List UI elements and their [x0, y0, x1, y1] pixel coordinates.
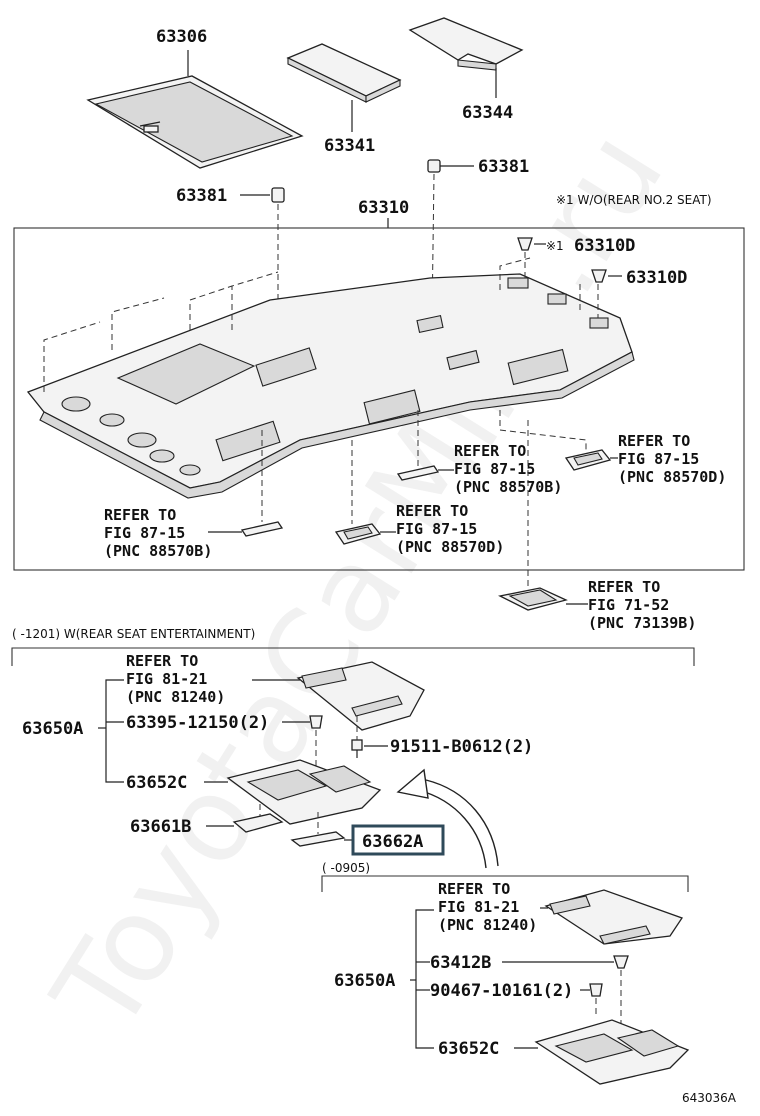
ref4-line2: FIG 87-15	[618, 450, 699, 468]
clip-63310D-a-icon[interactable]	[517, 237, 533, 251]
guide-hl-2	[111, 297, 165, 350]
part-63306-label[interactable]: 63306	[156, 27, 207, 47]
monitor-top-drawing[interactable]	[296, 661, 425, 731]
lens-63662A-drawing[interactable]	[290, 831, 346, 847]
ref6-line3: (PNC 81240)	[126, 688, 225, 706]
ref7-line1: REFER TO	[438, 880, 510, 898]
lamp-88570D-mid-drawing[interactable]	[334, 523, 382, 545]
console-63652C-top-drawing[interactable]	[226, 759, 382, 825]
part-63344-label[interactable]: 63344	[462, 103, 513, 123]
note-mark-1: ※1	[546, 239, 564, 253]
guide-hl-4	[231, 271, 279, 330]
clip-63381-right-icon[interactable]	[427, 159, 441, 173]
lamp-73139B-drawing[interactable]	[498, 587, 568, 611]
guide-hl-1	[43, 321, 101, 392]
ref-block-4[interactable]: REFER TO FIG 87-15 (PNC 88570D)	[618, 432, 726, 486]
figure-id: 643036A	[682, 1091, 737, 1105]
screw-91511-icon[interactable]	[351, 739, 363, 758]
ref-block-7[interactable]: REFER TO FIG 81-21 (PNC 81240)	[438, 880, 537, 934]
ref-block-3[interactable]: REFER TO FIG 87-15 (PNC 88570B)	[454, 442, 562, 496]
part-91511-label[interactable]: 91511-B0612(2)	[390, 737, 533, 757]
ref2-line1: REFER TO	[396, 502, 468, 520]
ref1-line3: (PNC 88570B)	[104, 542, 212, 560]
clip-63381-left-icon[interactable]	[271, 187, 285, 203]
part-63310D-b-label[interactable]: 63310D	[626, 268, 687, 288]
pad-63341-drawing[interactable]	[286, 43, 402, 103]
console-63652C-bot-drawing[interactable]	[534, 1019, 690, 1085]
bracket-63650A-top	[105, 679, 124, 783]
ref3-line1: REFER TO	[454, 442, 526, 460]
ref-block-2[interactable]: REFER TO FIG 87-15 (PNC 88570D)	[396, 502, 504, 556]
pad-63344-drawing[interactable]	[408, 17, 524, 71]
part-63310D-a-label[interactable]: 63310D	[574, 236, 635, 256]
part-63412B-label[interactable]: 63412B	[430, 953, 491, 973]
ref7-line2: FIG 81-21	[438, 898, 519, 916]
part-63310-label[interactable]: 63310	[358, 198, 409, 218]
lamp-88570B-left-drawing[interactable]	[240, 521, 284, 537]
part-63661B-label[interactable]: 63661B	[130, 817, 191, 837]
lamp-88570D-right-drawing[interactable]	[564, 449, 612, 471]
part-63662A-label[interactable]: 63662A	[362, 832, 423, 852]
ref4-line3: (PNC 88570D)	[618, 468, 726, 486]
guide-hl-5	[499, 257, 531, 290]
monitor-bottom-drawing[interactable]	[544, 889, 684, 945]
ref1-line2: FIG 87-15	[104, 524, 185, 542]
rear-ent-frame	[11, 647, 695, 666]
ref-block-5[interactable]: REFER TO FIG 71-52 (PNC 73139B)	[588, 578, 696, 632]
ref5-line1: REFER TO	[588, 578, 660, 596]
curved-arrow-icon	[396, 768, 499, 869]
clip-63412B-icon[interactable]	[613, 955, 629, 969]
ref3-line2: FIG 87-15	[454, 460, 535, 478]
clip-63395-icon[interactable]	[309, 715, 323, 729]
part-63395-label[interactable]: 63395-12150(2)	[126, 713, 269, 733]
note-rear-entertainment: ( -1201) W(REAR SEAT ENTERTAINMENT)	[12, 627, 255, 641]
ref6-line1: REFER TO	[126, 652, 198, 670]
part-63650A-top-label[interactable]: 63650A	[22, 719, 83, 739]
until-0905-frame	[321, 875, 689, 892]
clip-63310D-b-icon[interactable]	[591, 269, 607, 283]
part-63650A-bot-label[interactable]: 63650A	[334, 971, 395, 991]
ref3-line3: (PNC 88570B)	[454, 478, 562, 496]
headliner-63310-drawing[interactable]	[26, 273, 635, 499]
part-63652C-bot-label[interactable]: 63652C	[438, 1039, 499, 1059]
headliner-frame	[13, 227, 745, 571]
sunshade-63306-drawing[interactable]	[86, 75, 304, 169]
guide-hl-3	[189, 285, 233, 330]
ref6-line2: FIG 81-21	[126, 670, 207, 688]
part-63341-label[interactable]: 63341	[324, 136, 375, 156]
ref7-line3: (PNC 81240)	[438, 916, 537, 934]
clip-90467-icon[interactable]	[589, 983, 603, 997]
lens-63661B-drawing[interactable]	[232, 813, 284, 833]
note-wo-rear-seat: ※1 W/O(REAR NO.2 SEAT)	[556, 193, 712, 207]
bracket-63650A-bot	[415, 909, 434, 1049]
ref1-line1: REFER TO	[104, 506, 176, 524]
ref5-line3: (PNC 73139B)	[588, 614, 696, 632]
highlight-box-63662A	[351, 824, 445, 856]
ref4-line1: REFER TO	[618, 432, 690, 450]
ref5-line2: FIG 71-52	[588, 596, 669, 614]
part-90467-label[interactable]: 90467-10161(2)	[430, 981, 573, 1001]
part-63381-right-label[interactable]: 63381	[478, 157, 529, 177]
part-63652C-top-label[interactable]: 63652C	[126, 773, 187, 793]
lamp-88570B-right-drawing[interactable]	[396, 465, 440, 481]
ref2-line3: (PNC 88570D)	[396, 538, 504, 556]
part-63381-left-label[interactable]: 63381	[176, 186, 227, 206]
ref-block-1[interactable]: REFER TO FIG 87-15 (PNC 88570B)	[104, 506, 212, 560]
guide-ref4	[499, 410, 587, 450]
ref2-line2: FIG 87-15	[396, 520, 477, 538]
ref-block-6[interactable]: REFER TO FIG 81-21 (PNC 81240)	[126, 652, 225, 706]
note-until-0905: ( -0905)	[322, 861, 370, 875]
